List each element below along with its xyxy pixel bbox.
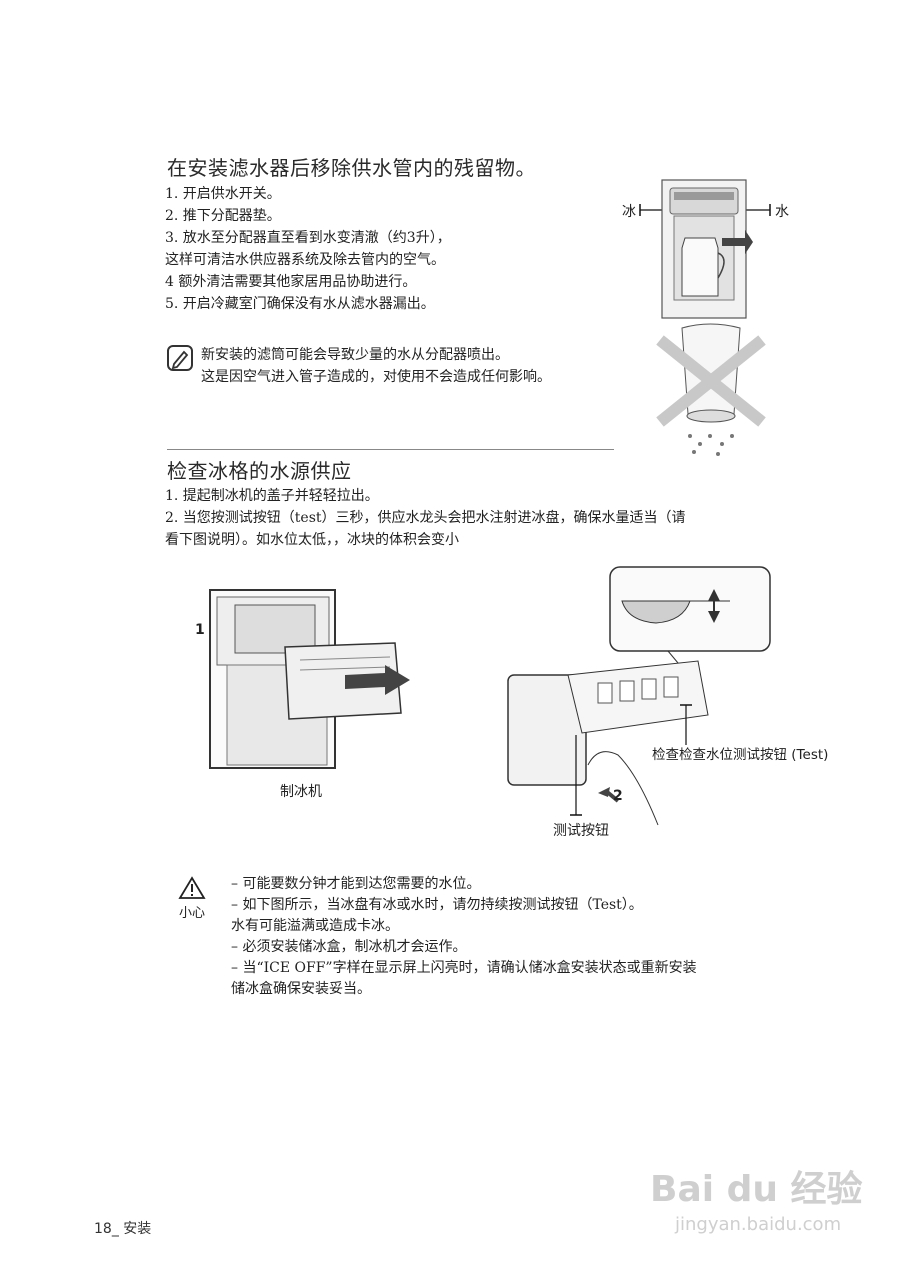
caution-list: – 可能要数分钟才能到达您需要的水位。 – 如下图所示，当冰盘有冰或水时，请勿持… [231,874,697,1000]
figure-step-1: 1 [195,622,205,638]
list-item: – 当“ICE OFF”字样在显示屏上闪亮时，请确认储冰盒安装状态或重新安装 [231,960,697,976]
list-item: – 如下图所示，当冰盘有冰或水时，请勿持续按测试按钮（Test）。 [231,897,643,913]
dispenser-illustration [639,179,771,456]
figure-step-2: 2 [613,788,623,804]
list-item: – 可能要数分钟才能到达您需要的水位。 [231,876,481,892]
caution-block-icon: 小心 [178,876,206,921]
note-icon [166,344,194,376]
test-button-label: 测试按钮 [553,823,609,839]
warning-triangle-icon [178,876,206,899]
section-title-ice-water: 检查冰格的水源供应 [167,459,352,483]
list-item: 1. 提起制冰机的盖子并轻轻拉出。 [165,488,379,504]
test-button-callout: 检查检查水位测试按钮 (Test) [652,747,829,763]
ice-steps-list: 1. 提起制冰机的盖子并轻轻拉出。 2. 当您按测试按钮（test）三秒，供应水… [165,485,686,551]
list-item: 2. 当您按测试按钮（test）三秒，供应水龙头会把水注射进冰盘，确保水量适当（… [165,510,686,526]
list-item: 这样可清洁水供应器系统及除去管内的空气。 [165,252,445,268]
caution-label: 小心 [178,906,205,921]
list-item: 看下图说明）。如水位太低，，冰块的体积会变小 [165,532,459,548]
list-item: 2. 推下分配器垫。 [165,208,281,224]
ice-maker-illustration [209,589,410,769]
baidu-watermark-url: jingyan.baidu.com [675,1214,842,1235]
flush-steps-list: 1. 开启供水开关。 2. 推下分配器垫。 3. 放水至分配器直至看到水变清澈（… [165,183,451,315]
page-footer: 18_ 安装 [94,1221,152,1237]
list-item: 5. 开启冷藏室门确保没有水从滤水器漏出。 [165,296,435,312]
list-item: 储冰盒确保安装妥当。 [231,981,371,997]
baidu-watermark-logo: Bai du 经验 [650,1169,863,1210]
ice-label: 冰 [622,204,636,220]
note-text: 新安装的滤筒可能会导致少量的水从分配器喷出。 这是因空气进入管子造成的，对使用不… [201,347,551,385]
list-item: 水有可能溢满或造成卡冰。 [231,918,399,934]
section-title-filter-flush: 在安装滤水器后移除供水管内的残留物。 [167,156,536,180]
list-item: – 必须安装储冰盒，制冰机才会运作。 [231,939,467,955]
section-divider [167,449,614,450]
list-item: 4 额外清洁需要其他家居用品协助进行。 [165,274,417,290]
list-item: 3. 放水至分配器直至看到水变清澈（约3升）， [165,230,451,246]
water-label: 水 [775,204,789,220]
list-item: 1. 开启供水开关。 [165,186,281,202]
ice-tray-illustration [507,566,771,826]
ice-maker-caption: 制冰机 [280,784,322,800]
